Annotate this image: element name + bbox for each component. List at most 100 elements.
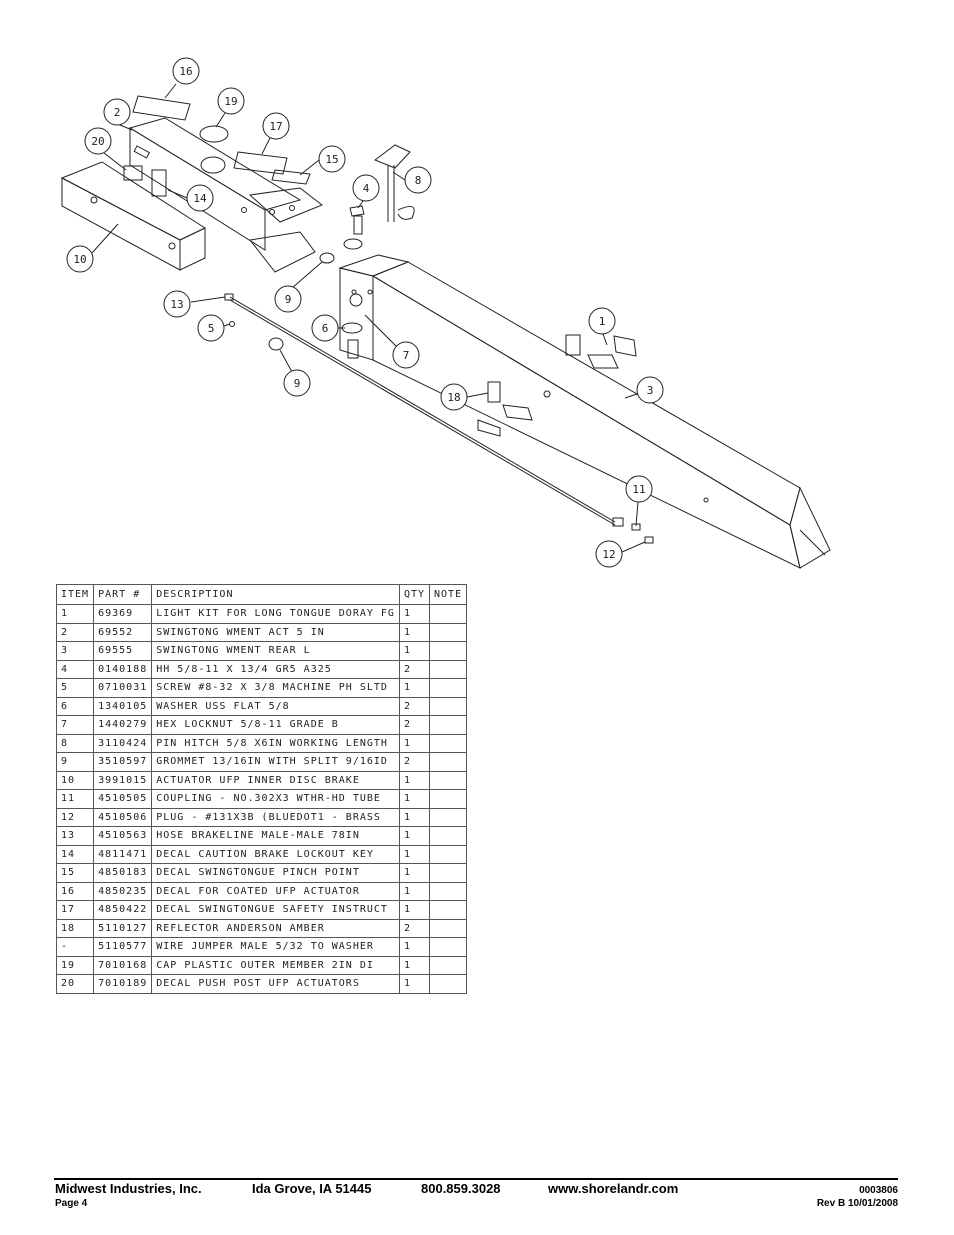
callout-19 bbox=[215, 87, 245, 128]
callout-3 bbox=[624, 376, 664, 404]
hitch-pin-drawing bbox=[373, 144, 415, 222]
cell-description: ACTUATOR UFP INNER DISC BRAKE bbox=[151, 770, 400, 790]
cell-note bbox=[429, 863, 468, 883]
cell-part-number: 4850183 bbox=[93, 863, 153, 883]
callout-11-label: 11 bbox=[632, 483, 645, 496]
cell-item: 7 bbox=[55, 715, 95, 735]
cell-part-number: 7010168 bbox=[93, 955, 153, 975]
cell-part-number: 69552 bbox=[93, 622, 153, 642]
cell-item: 16 bbox=[55, 881, 95, 901]
header-note: NOTE bbox=[429, 584, 468, 605]
callout-9b bbox=[279, 349, 311, 397]
callout-10 bbox=[66, 223, 119, 273]
cell-item: 18 bbox=[55, 918, 95, 938]
cell-note bbox=[429, 678, 468, 698]
callout-14 bbox=[167, 184, 214, 212]
cell-part-number: 3991015 bbox=[93, 770, 153, 790]
cell-note bbox=[429, 641, 468, 661]
callout-20-label: 20 bbox=[91, 135, 104, 148]
cell-description: DECAL PUSH POST UFP ACTUATORS bbox=[151, 974, 400, 994]
cell-item: 11 bbox=[55, 789, 95, 809]
cell-item: 13 bbox=[55, 826, 95, 846]
footer-company: Midwest Industries, Inc. bbox=[55, 1181, 202, 1196]
callout-16-label: 16 bbox=[179, 65, 192, 78]
cell-note bbox=[429, 770, 468, 790]
cell-qty: 2 bbox=[398, 696, 431, 716]
cell-description: HH 5/8-11 X 13/4 GR5 A325 bbox=[151, 659, 400, 679]
cell-item: 6 bbox=[55, 696, 95, 716]
cell-part-number: 69369 bbox=[93, 604, 153, 624]
footer-website: www.shorelandr.com bbox=[548, 1181, 679, 1196]
cell-description: PIN HITCH 5/8 X6IN WORKING LENGTH bbox=[151, 733, 400, 753]
cell-description: CAP PLASTIC OUTER MEMBER 2IN DI bbox=[151, 955, 400, 975]
bolt-7-drawing bbox=[347, 339, 359, 359]
callout-13-label: 13 bbox=[170, 298, 183, 311]
cell-note bbox=[429, 844, 468, 864]
callout-9a bbox=[274, 261, 323, 313]
cell-qty: 1 bbox=[398, 844, 431, 864]
callout-2-label: 2 bbox=[114, 106, 121, 119]
cell-description: SWINGTONG WMENT REAR L bbox=[151, 641, 400, 661]
light-18b-drawing bbox=[477, 419, 501, 437]
cell-note bbox=[429, 733, 468, 753]
cell-item: 5 bbox=[55, 678, 95, 698]
decal-17-drawing bbox=[233, 151, 288, 175]
light-1b-drawing bbox=[613, 335, 637, 357]
cap-19-drawing bbox=[199, 125, 229, 143]
footer-divider bbox=[54, 1178, 898, 1180]
cell-qty: 1 bbox=[398, 863, 431, 883]
cell-note bbox=[429, 622, 468, 642]
callout-20 bbox=[84, 127, 127, 171]
cell-description: DECAL SWINGTONGUE PINCH POINT bbox=[151, 863, 400, 883]
cell-note bbox=[429, 807, 468, 827]
cell-note bbox=[429, 659, 468, 679]
callout-18 bbox=[440, 383, 489, 411]
exploded-parts-diagram: 16 2 19 17 20 15 8 4 14 10 9 13 5 6 7 1 … bbox=[60, 57, 831, 569]
cell-part-number: 0140188 bbox=[93, 659, 153, 679]
cell-part-number: 4510506 bbox=[93, 807, 153, 827]
cell-part-number: 4510563 bbox=[93, 826, 153, 846]
swingtong-weldment-rear-drawing bbox=[338, 254, 831, 569]
callout-5 bbox=[197, 314, 231, 342]
cell-part-number: 3510597 bbox=[93, 752, 153, 772]
cell-part-number: 5110577 bbox=[93, 937, 153, 957]
callout-19-label: 19 bbox=[224, 95, 237, 108]
cell-qty: 1 bbox=[398, 789, 431, 809]
callout-13 bbox=[163, 290, 226, 318]
callout-11 bbox=[625, 475, 653, 527]
cell-item: 3 bbox=[55, 641, 95, 661]
callout-4 bbox=[352, 174, 380, 209]
cell-note bbox=[429, 900, 468, 920]
actuator-inner-drawing bbox=[60, 161, 207, 271]
cell-part-number: 69555 bbox=[93, 641, 153, 661]
callout-12-label: 12 bbox=[602, 548, 615, 561]
footer-phone: 800.859.3028 bbox=[421, 1181, 501, 1196]
cell-item: 19 bbox=[55, 955, 95, 975]
cell-description: DECAL FOR COATED UFP ACTUATOR bbox=[151, 881, 400, 901]
callout-1-label: 1 bbox=[599, 315, 606, 328]
cell-description: PLUG - #131X3B (BLUEDOT1 - BRASS bbox=[151, 807, 400, 827]
cell-description: SWINGTONG WMENT ACT 5 IN bbox=[151, 622, 400, 642]
callout-17-label: 17 bbox=[269, 120, 282, 133]
cell-description: REFLECTOR ANDERSON AMBER bbox=[151, 918, 400, 938]
callout-6 bbox=[311, 314, 345, 342]
callout-8-label: 8 bbox=[415, 174, 422, 187]
cell-qty: 1 bbox=[398, 881, 431, 901]
cell-description: WIRE JUMPER MALE 5/32 TO WASHER bbox=[151, 937, 400, 957]
light-1a-drawing bbox=[587, 354, 619, 369]
cell-part-number: 1440279 bbox=[93, 715, 153, 735]
cell-note bbox=[429, 696, 468, 716]
footer-city: Ida Grove, IA 51445 bbox=[252, 1181, 372, 1196]
cell-note bbox=[429, 955, 468, 975]
